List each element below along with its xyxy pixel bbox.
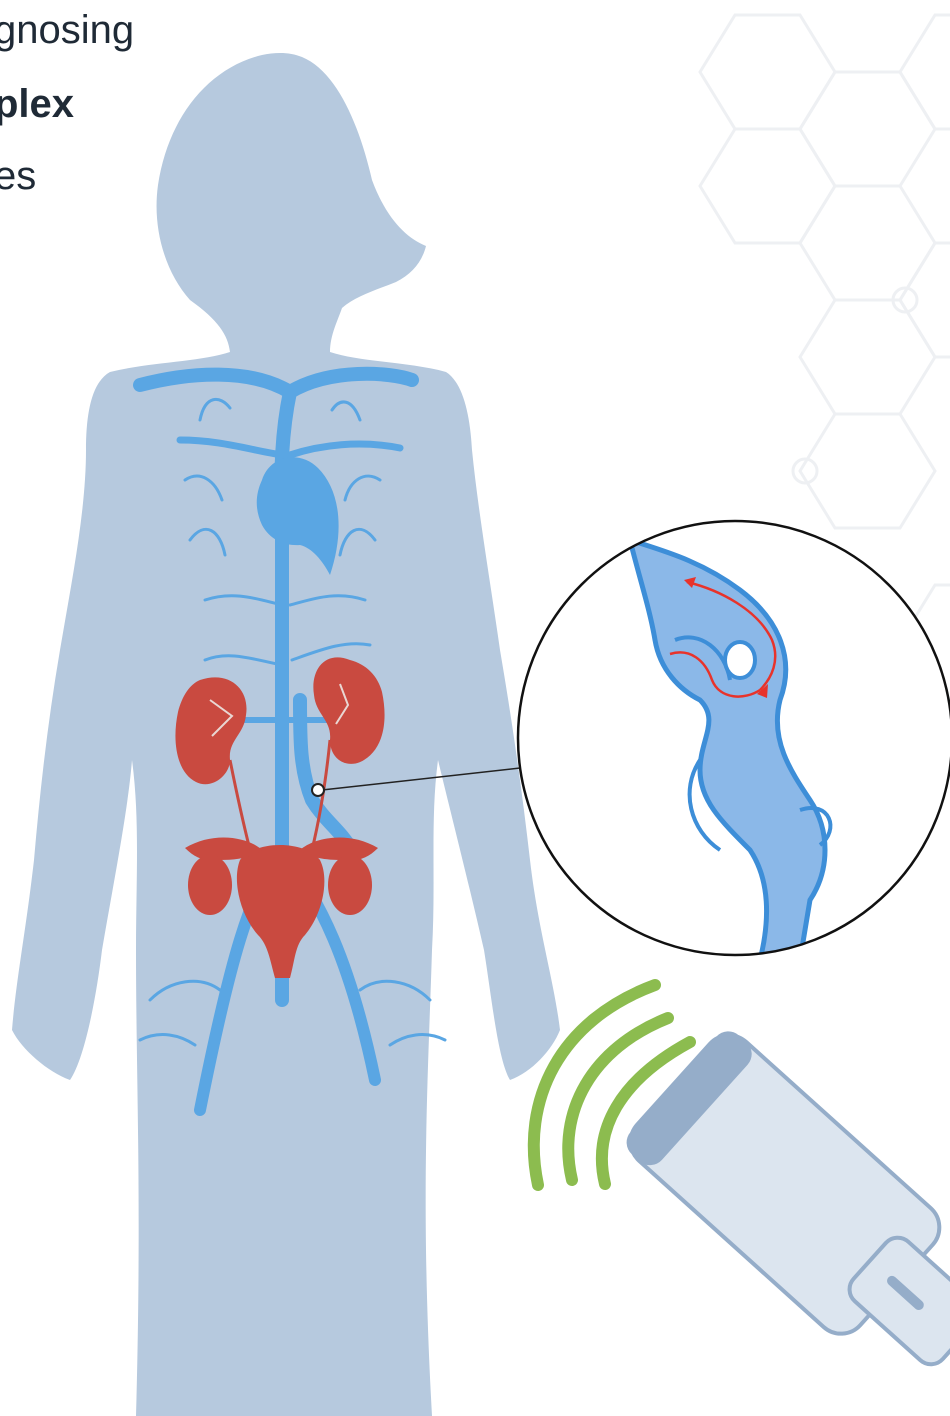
magnified-vein-callout	[518, 521, 950, 960]
headline-line-2: plex	[0, 80, 74, 128]
ultrasound-probe-icon	[620, 1025, 950, 1401]
headline-line-1: gnosing	[0, 6, 134, 54]
headline-line-3: es	[0, 152, 36, 200]
